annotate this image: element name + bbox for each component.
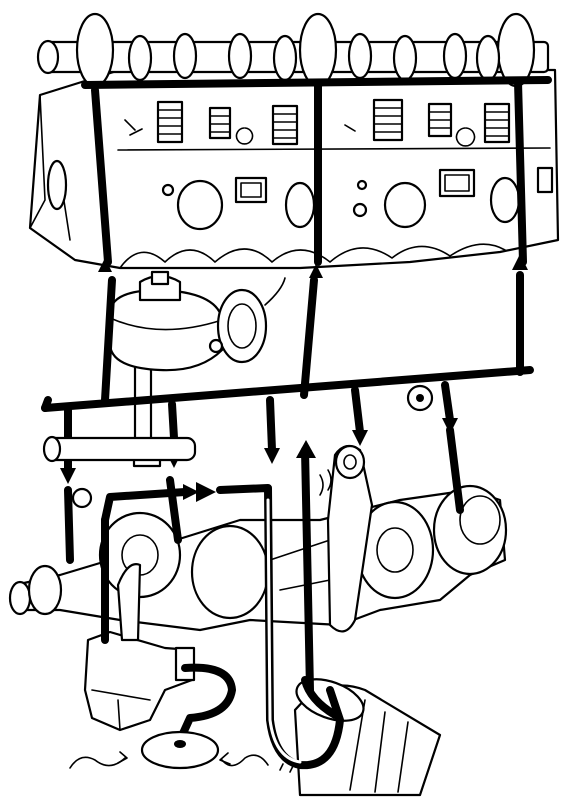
cam-bearing-3 — [498, 14, 534, 86]
valve-spring — [485, 104, 509, 142]
oil-intake-swirl-left — [70, 757, 125, 768]
cam-bearing-2 — [300, 14, 336, 86]
arrow-down-1 — [60, 468, 76, 484]
strainer-screen — [142, 732, 218, 768]
crank-nose — [10, 582, 30, 614]
main-oil-gallery — [45, 370, 530, 408]
cam-nose — [38, 41, 58, 73]
valve-spring — [158, 102, 182, 142]
port-4 — [491, 178, 519, 222]
arrow-down-4 — [352, 430, 368, 446]
arrow-down-3 — [264, 448, 280, 464]
arrow-up-filter — [296, 440, 316, 458]
port-3 — [385, 183, 425, 227]
valve-spring — [273, 106, 297, 144]
port-1 — [178, 181, 222, 229]
valve-spring — [374, 100, 402, 140]
valve-spring — [210, 108, 230, 138]
arrow-down-5 — [442, 418, 458, 434]
side-port — [48, 161, 66, 209]
arrow-right-2 — [196, 482, 216, 502]
port-2 — [286, 183, 314, 227]
valve-spring — [429, 104, 451, 136]
crank-web-2 — [192, 526, 268, 618]
cam-bearing-1 — [77, 14, 113, 86]
